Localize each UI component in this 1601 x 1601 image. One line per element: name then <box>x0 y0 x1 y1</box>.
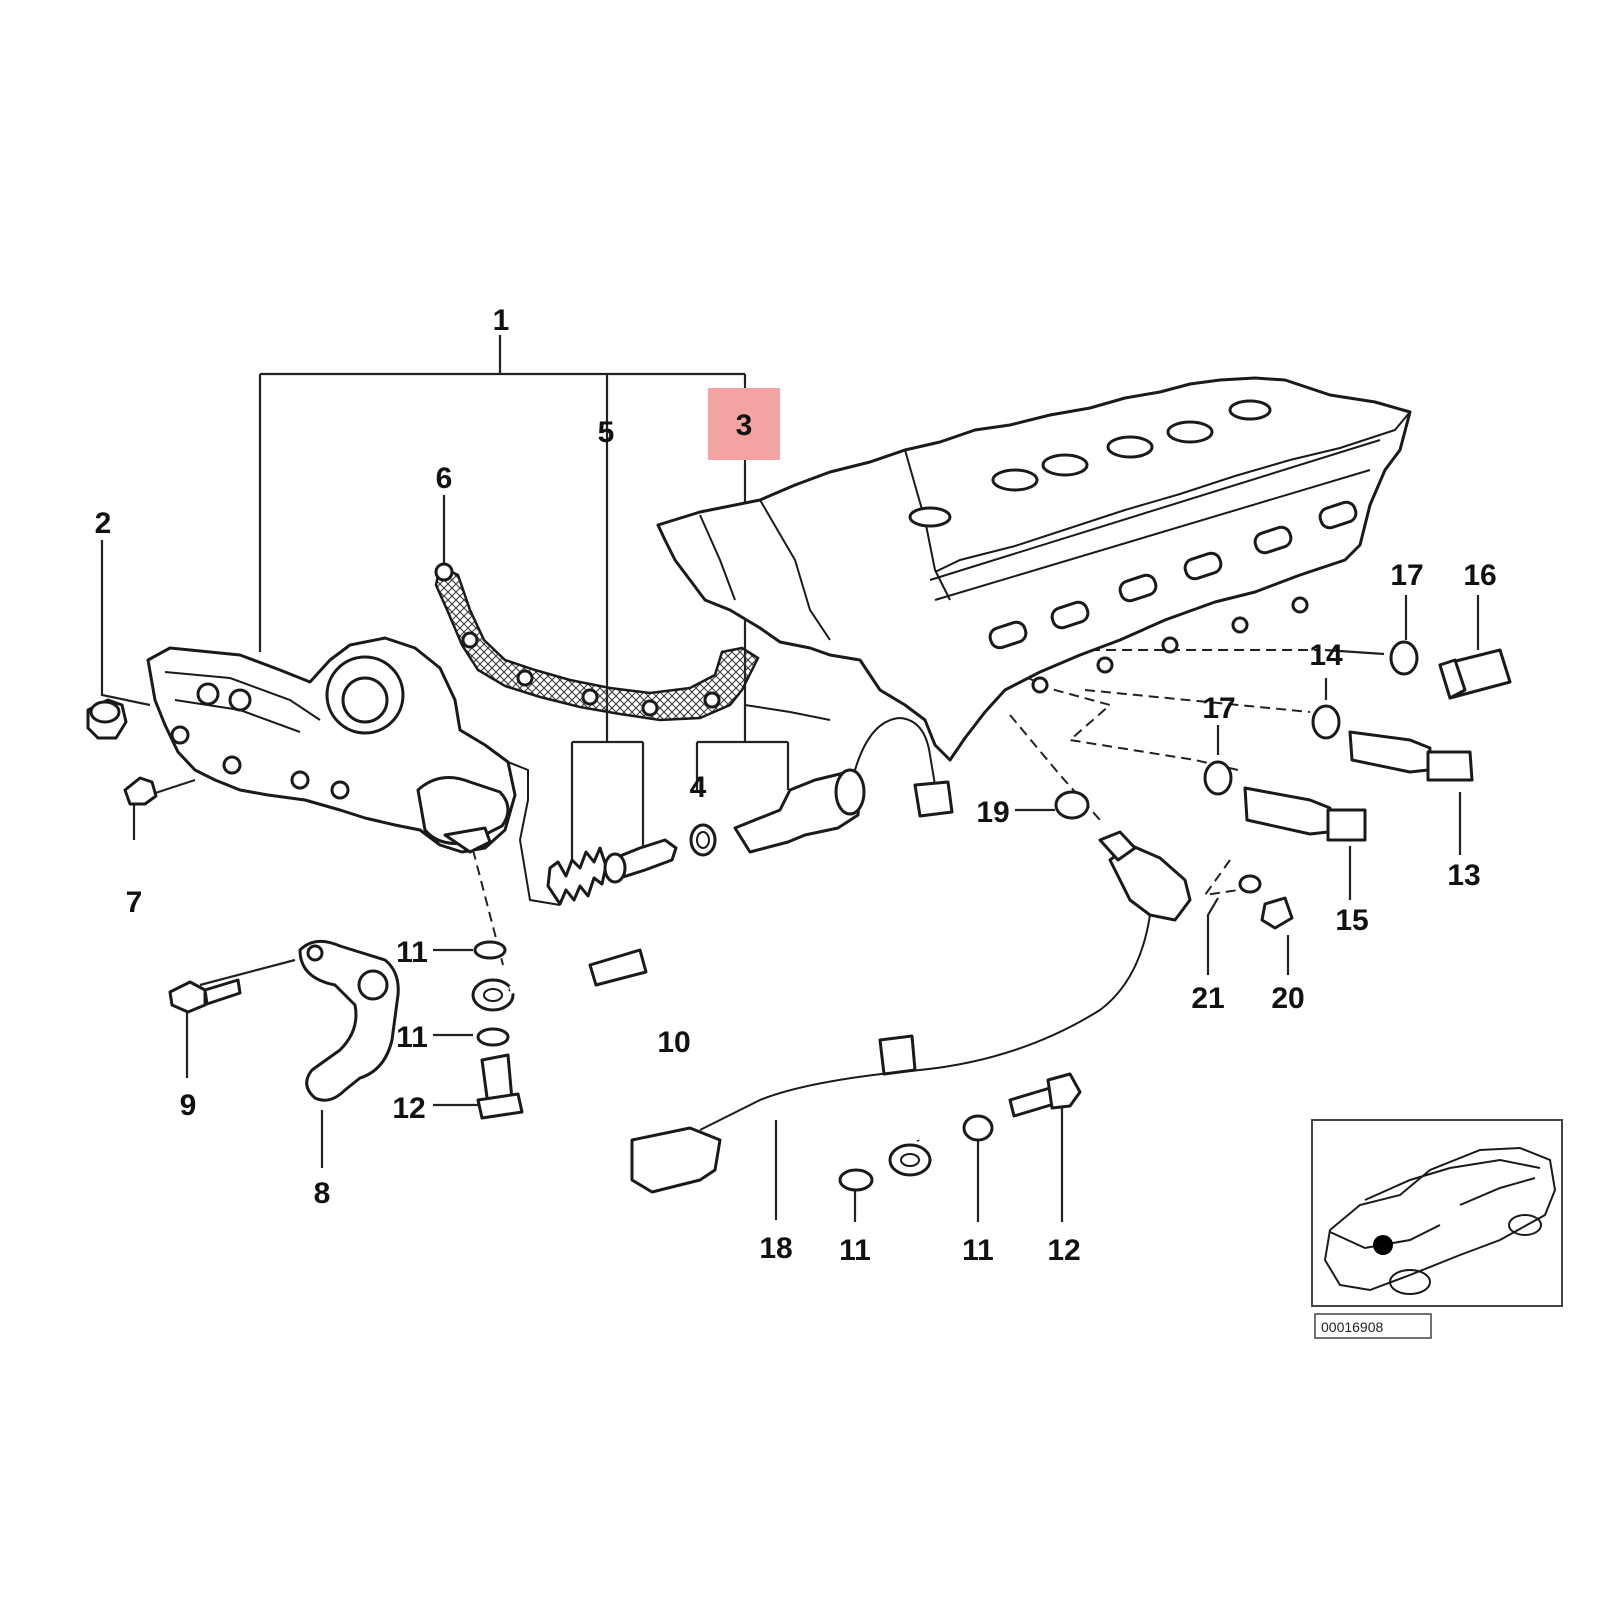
callout-12a: 12 <box>392 1092 425 1125</box>
callout-16: 16 <box>1463 559 1496 592</box>
oil-pipe <box>508 929 922 1142</box>
bolt-20 <box>1238 874 1294 930</box>
callout-11c: 11 <box>839 1234 871 1267</box>
solenoid-valve <box>733 704 954 854</box>
callout-3: 3 <box>736 409 753 442</box>
washer-14 <box>1311 704 1341 740</box>
callout-11b: 11 <box>396 1021 428 1054</box>
bracket <box>298 939 400 1102</box>
callout-21: 21 <box>1191 982 1224 1015</box>
callout-5: 5 <box>598 416 615 449</box>
car-location-icon <box>1323 1146 1557 1295</box>
camshaft-sensor <box>630 830 1192 1194</box>
callout-labels: 1 3 5 6 2 7 4 11 11 12 9 8 10 18 11 11 1… <box>95 304 1497 1267</box>
o-ring-19 <box>1054 790 1090 820</box>
car-locator-inset: 00016908 <box>1311 1119 1563 1339</box>
diagram-reference-code: 00016908 <box>1321 1319 1384 1335</box>
callout-15: 15 <box>1335 904 1368 937</box>
highlight-box <box>708 388 780 460</box>
callout-12b: 12 <box>1047 1234 1080 1267</box>
callout-6: 6 <box>436 462 453 495</box>
callout-19: 19 <box>976 796 1009 829</box>
location-marker-icon <box>1373 1235 1393 1255</box>
washer-11a <box>473 940 507 960</box>
banjo-fitting-bottom <box>888 1143 932 1177</box>
callout-11d: 11 <box>962 1234 994 1267</box>
washer-17a <box>1389 640 1419 676</box>
bolt-9 <box>168 978 242 1014</box>
piston <box>603 838 678 884</box>
vanos-housing <box>146 636 561 906</box>
callout-4: 4 <box>690 771 707 804</box>
banjo-fitting <box>471 978 515 1012</box>
callout-7: 7 <box>126 886 143 919</box>
spring <box>546 846 608 906</box>
callout-11a: 11 <box>396 936 428 969</box>
callout-8: 8 <box>314 1177 331 1210</box>
gasket <box>434 562 760 722</box>
callout-17b: 17 <box>1202 692 1235 725</box>
callout-14: 14 <box>1309 639 1343 672</box>
sensor-13 <box>1348 730 1474 782</box>
plug-7 <box>123 776 158 806</box>
callout-18: 18 <box>759 1232 792 1265</box>
washer-11d <box>962 1114 994 1142</box>
plug-2 <box>86 698 128 740</box>
sensor-16 <box>1438 648 1512 700</box>
callout-20: 20 <box>1271 982 1304 1015</box>
callout-10: 10 <box>657 1026 690 1059</box>
seal-ring-4 <box>689 823 717 857</box>
sensor-15 <box>1243 786 1367 842</box>
banjo-bolt-12a <box>476 1053 524 1120</box>
washer-11c <box>838 1168 874 1192</box>
cylinder-head <box>656 376 1412 762</box>
callout-2: 2 <box>95 507 112 540</box>
callout-17a: 17 <box>1390 559 1423 592</box>
washer-17b <box>1203 760 1233 796</box>
washer-11b <box>476 1027 510 1047</box>
callout-9: 9 <box>180 1089 197 1122</box>
callout-13: 13 <box>1447 859 1480 892</box>
callout-1: 1 <box>493 304 510 337</box>
banjo-bolt-12b <box>1008 1072 1082 1118</box>
